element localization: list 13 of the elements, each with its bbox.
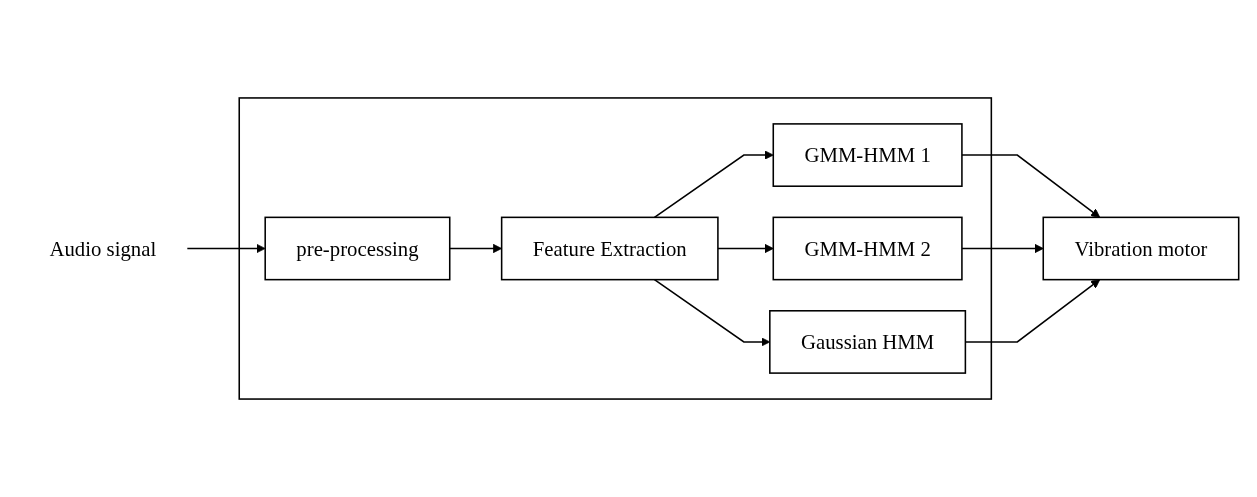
node-box: GMM-HMM 1	[772, 123, 963, 187]
arrow	[186, 243, 266, 254]
arrow	[961, 154, 1101, 218]
node-box: Vibration motor	[1042, 216, 1240, 281]
node-box: Feature Extraction	[500, 216, 719, 281]
node-text: Audio signal	[49, 237, 157, 260]
node-box: GMM-HMM 2	[772, 216, 963, 281]
arrow	[961, 243, 1044, 254]
cluster	[238, 97, 993, 400]
node-box: pre-processing	[264, 216, 451, 281]
node-box: Gaussian HMM	[769, 310, 967, 374]
arrow	[653, 150, 774, 219]
arrow	[717, 243, 774, 254]
